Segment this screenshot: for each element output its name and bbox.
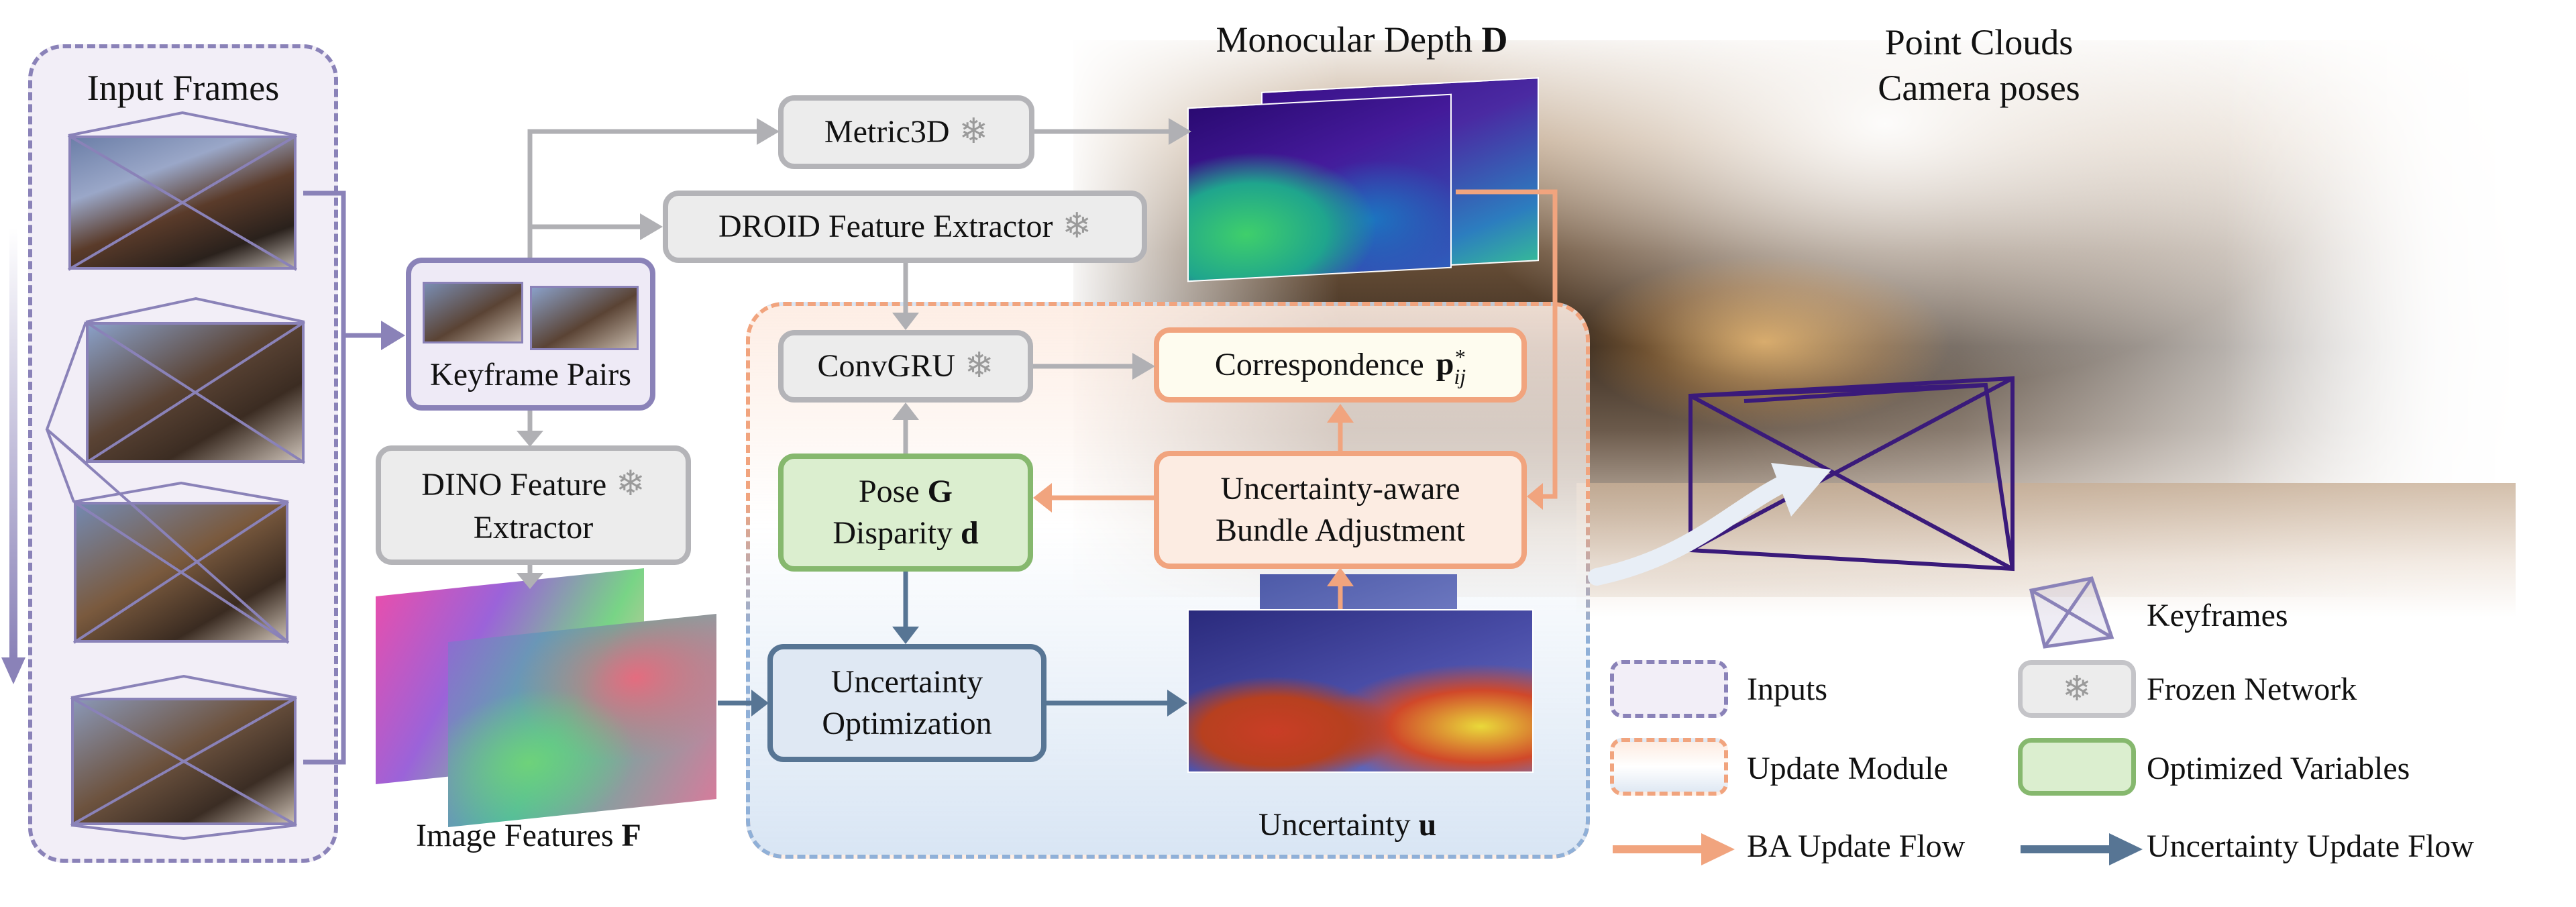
monocular-depth-title: Monocular Depth D	[1167, 17, 1556, 63]
dino-line1: DINO Feature ❄	[421, 462, 645, 507]
convgru-node: ConvGRU ❄	[778, 330, 1033, 403]
uncertainty-optimization-node: Uncertainty Optimization	[767, 644, 1046, 762]
metric3d-node: Metric3D ❄	[778, 95, 1034, 169]
uncertainty-text: Uncertainty	[1258, 807, 1411, 843]
point-clouds-title: Point Clouds Camera poses	[1778, 20, 2180, 111]
pose-disparity-node: Pose G Disparity d	[778, 453, 1033, 572]
snowflake-icon: ❄	[2062, 670, 2092, 708]
snowflake-icon: ❄	[616, 465, 645, 503]
droid-label: DROID Feature Extractor	[718, 208, 1053, 244]
uncertainty-label: Uncertainty u	[1258, 806, 1436, 843]
pose-line: Pose G	[859, 471, 953, 513]
legend-keyframes-label: Keyframes	[2147, 598, 2288, 633]
correspondence-node: Correspondence p*ij	[1154, 327, 1527, 403]
unc-opt-line2: Optimization	[822, 706, 992, 741]
uncertainty-map-front	[1187, 609, 1534, 773]
legend-uncertainty-flow-label: Uncertainty Update Flow	[2147, 829, 2474, 864]
uba-line1: Uncertainty-aware	[1220, 470, 1460, 506]
legend-optimized-label: Optimized Variables	[2147, 751, 2410, 786]
snowflake-icon: ❄	[964, 347, 994, 386]
uncertainty-aware-ba-node: Uncertainty-aware Bundle Adjustment	[1154, 451, 1527, 569]
pose-symbol: G	[927, 473, 953, 509]
image-features-text: Image Features	[416, 818, 614, 853]
dino-line2: Extractor	[473, 509, 594, 545]
uba-line2: Bundle Adjustment	[1216, 513, 1465, 548]
point-clouds-line1: Point Clouds	[1884, 22, 2074, 62]
update-module-region-blue	[746, 302, 1590, 859]
image-features-label: Image Features F	[416, 817, 641, 854]
metric3d-label: Metric3D	[824, 113, 950, 150]
uncertainty-symbol: u	[1418, 807, 1437, 843]
legend-inputs-label: Inputs	[1747, 672, 1827, 707]
correspondence-sub: ij	[1454, 364, 1466, 389]
droid-feature-extractor-node: DROID Feature Extractor ❄	[663, 191, 1147, 263]
pose-label: Pose	[858, 473, 920, 509]
legend-ba-arrow	[1613, 833, 1735, 865]
keyframe-pair-image-2	[530, 286, 639, 350]
unc-opt-line1: Uncertainty	[830, 663, 983, 700]
mono-depth-label: Monocular Depth	[1216, 19, 1472, 60]
disparity-symbol: d	[960, 515, 979, 551]
legend-update-module-label: Update Module	[1747, 751, 1948, 786]
legend-update-module-swatch	[1610, 738, 1728, 796]
point-clouds-line2: Camera poses	[1878, 67, 2080, 108]
correspondence-symbol-p: p	[1436, 346, 1454, 382]
correspondence-label: Correspondence	[1214, 346, 1424, 382]
legend-inputs-swatch	[1610, 660, 1728, 718]
disparity-line: Disparity d	[833, 513, 978, 554]
convgru-label: ConvGRU	[817, 348, 955, 384]
input-frames-title: Input Frames	[87, 68, 280, 108]
legend-frozen-label: Frozen Network	[2147, 672, 2357, 707]
mono-depth-symbol: D	[1481, 19, 1508, 60]
legend-uncertainty-arrow	[2021, 833, 2143, 865]
dino-feature-extractor-node: DINO Feature ❄ Extractor	[376, 445, 691, 565]
snowflake-icon: ❄	[959, 113, 989, 152]
disparity-label: Disparity	[833, 515, 953, 551]
correspondence-symbol: p*ij	[1436, 343, 1466, 389]
legend-ba-flow-label: BA Update Flow	[1747, 829, 1966, 864]
keyframe-pairs-label: Keyframe Pairs	[430, 356, 631, 392]
dino-label: DINO Feature	[421, 467, 607, 502]
correspondence-sup: *	[1454, 345, 1465, 370]
keyframe-pair-image-1	[423, 282, 523, 343]
legend-frozen-swatch: ❄	[2018, 660, 2136, 718]
snowflake-icon: ❄	[1062, 207, 1092, 246]
image-features-symbol: F	[621, 818, 641, 853]
legend-keyframes-icon	[2029, 576, 2114, 649]
legend-optimized-swatch	[2018, 738, 2136, 796]
